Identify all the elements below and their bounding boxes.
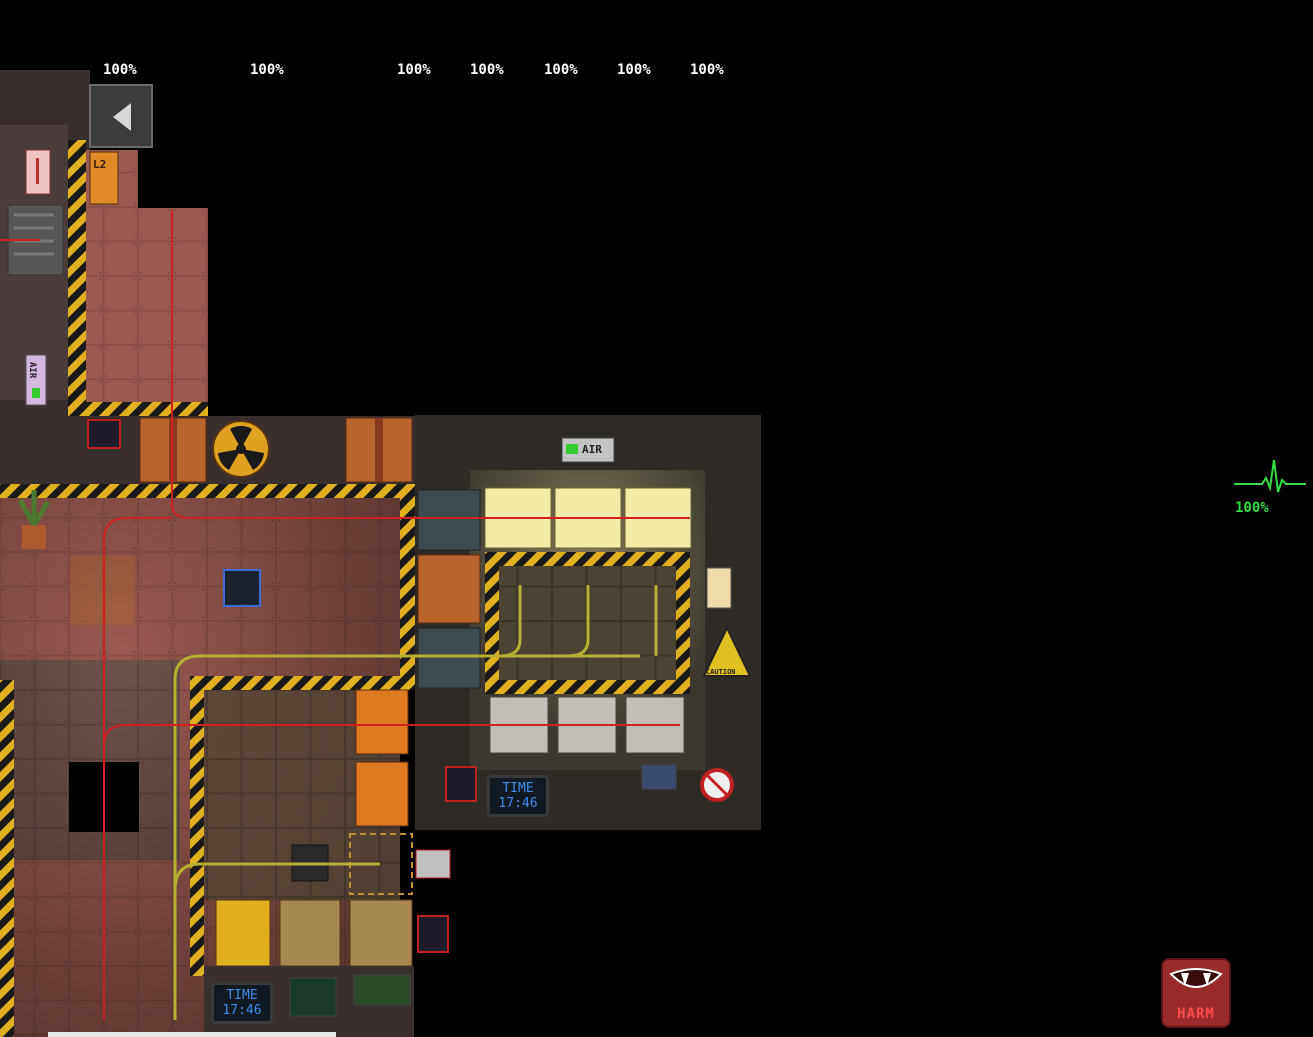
alarm-panel-right[interactable] [706,567,732,609]
power-cable [171,210,690,519]
vending-machine-1[interactable] [355,689,409,755]
caution-sign [702,625,752,677]
intent-harm-button[interactable]: HARM [1161,958,1231,1028]
clock-title: TIME [226,988,258,1003]
pipe-line [173,654,640,1020]
floor-vent[interactable] [223,569,261,607]
fire-alarm-2[interactable] [445,766,477,802]
back-arrow-button[interactable] [89,84,153,148]
wall-clock-1: TIME 17:46 [487,775,549,817]
airlock-door-3[interactable] [417,554,481,624]
console-terminal[interactable] [289,977,337,1017]
hud-percent-6: 100% [617,62,651,78]
vending-machine-2[interactable] [355,761,409,827]
wall-clock-2: TIME 17:46 [211,982,273,1024]
hud-percent-2: 100% [250,62,284,78]
fangs-icon [1169,968,1223,988]
hud-percent-1: 100% [103,62,137,78]
health-value: 100% [1235,500,1269,516]
vent-grate-2[interactable] [417,627,481,689]
vent-grate-1[interactable] [417,489,481,551]
door-sign [89,151,119,205]
air-sign-label-2: AIR [582,443,602,456]
comms-console[interactable] [353,974,411,1006]
clock-time: 17:46 [222,1003,262,1018]
locker-3[interactable] [349,899,413,967]
hud-percent-7: 100% [690,62,724,78]
clock-time: 17:46 [498,796,538,811]
air-alarm-panel[interactable] [25,354,47,406]
apc-box[interactable] [641,764,677,790]
potted-plant[interactable] [22,525,46,549]
door-sign-label: L2 [93,158,107,171]
clock-title: TIME [502,781,534,796]
floor-corridor-north [86,208,208,404]
wall-intercom[interactable] [415,849,451,879]
health-indicator[interactable]: 100% [1234,452,1310,522]
locker-2[interactable] [279,899,341,967]
hud-percent-5: 100% [544,62,578,78]
fire-alarm[interactable] [87,419,121,449]
intent-label: HARM [1177,1006,1215,1022]
hud-percent-4: 100% [470,62,504,78]
air-sign-label-1: AIR [27,362,37,379]
fire-alarm-3[interactable] [417,915,449,953]
hud-percent-3: 100% [397,62,431,78]
heartbeat-icon [1234,459,1306,493]
left-arrow-icon [113,103,131,131]
caution-sign-label: CAUTION [706,668,736,676]
locker-yellow[interactable] [215,899,271,967]
